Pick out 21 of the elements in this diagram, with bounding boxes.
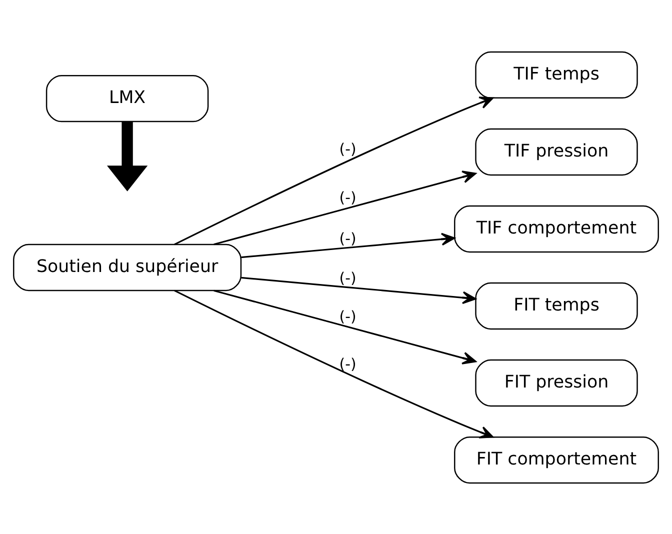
node-box: Soutien du supérieur — [13, 243, 242, 291]
edge-label: (-) — [339, 307, 356, 326]
node-box: LMX — [46, 74, 209, 122]
edge-label: (-) — [339, 354, 356, 372]
node-box: FIT temps — [475, 282, 638, 330]
arrow — [174, 96, 494, 245]
node-box: FIT comportement — [454, 436, 659, 484]
arrow — [214, 170, 476, 245]
node-box: TIF temps — [475, 50, 638, 98]
edge-label: (-) — [339, 268, 356, 287]
node-box: TIF pression — [475, 128, 638, 176]
edge-label: (-) — [339, 228, 356, 247]
arrow — [241, 232, 456, 258]
arrow — [214, 289, 476, 364]
edge-label: (-) — [339, 188, 356, 206]
arrow — [174, 289, 494, 438]
edge-label: (-) — [339, 139, 356, 158]
arrow — [241, 276, 476, 304]
node-box: FIT pression — [475, 358, 638, 406]
node-box: TIF comportement — [454, 204, 659, 252]
arrow — [106, 121, 148, 191]
